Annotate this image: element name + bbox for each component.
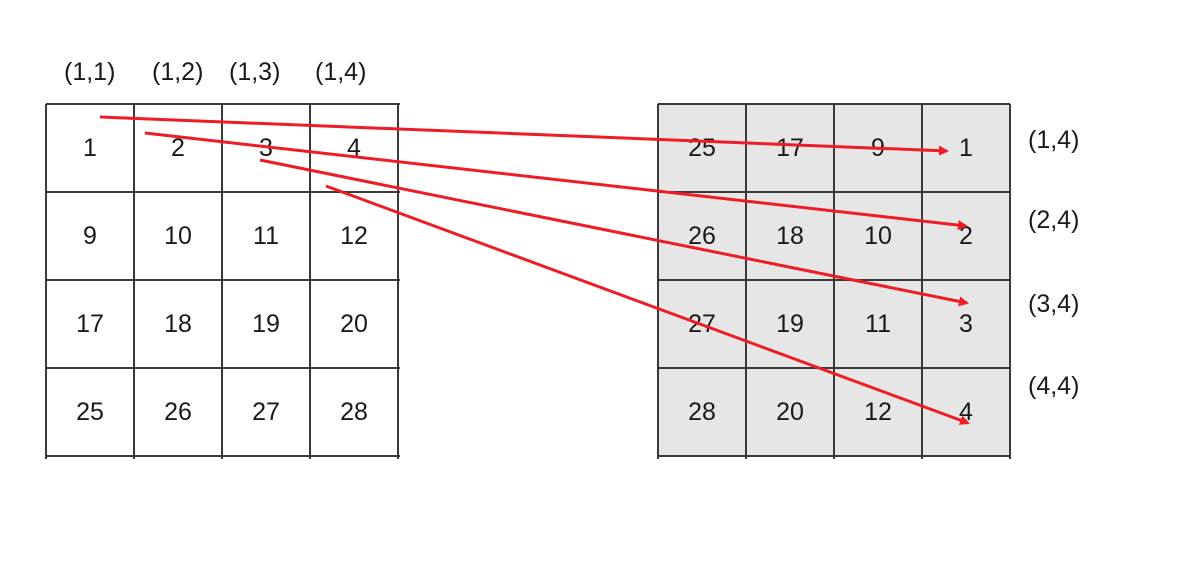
right-cell-r1c3: 9 <box>834 104 922 192</box>
right-hline <box>658 455 1010 457</box>
right-hline <box>658 367 1010 369</box>
left-cell-r1c2: 2 <box>171 133 185 162</box>
row-label-3: (3,4) <box>1028 290 1080 318</box>
left-cell-r4c2: 26 <box>164 397 192 426</box>
left-hline <box>46 367 400 369</box>
right-cell-r3c3: 11 <box>834 280 922 368</box>
right-vline <box>745 104 747 459</box>
left-cell-r2c1: 9 <box>83 221 97 250</box>
left-cell-r2c4: 12 <box>340 221 368 250</box>
col-label-1: (1,1) <box>64 58 116 86</box>
left-hline <box>46 279 400 281</box>
right-cell-r3c1: 27 <box>658 280 746 368</box>
left-cell-r4c3: 27 <box>252 397 280 426</box>
row-label-4: (4,4) <box>1028 372 1080 400</box>
right-vline <box>1009 104 1011 459</box>
right-cell-r3c2: 19 <box>746 280 834 368</box>
col-label-3: (1,3) <box>229 58 281 86</box>
right-cell-r4c4: 4 <box>922 368 1010 456</box>
right-cell-r1c1: 25 <box>658 104 746 192</box>
left-vline <box>133 104 135 459</box>
left-vline <box>221 104 223 459</box>
left-cell-r2c2: 10 <box>164 221 192 250</box>
left-cell-r2c3: 11 <box>253 221 279 250</box>
right-vline <box>833 104 835 459</box>
right-cell-r1c2: 17 <box>746 104 834 192</box>
right-cell-r2c1: 26 <box>658 192 746 280</box>
left-cell-r3c2: 18 <box>164 309 192 338</box>
left-hline <box>46 103 400 105</box>
right-vline <box>657 104 659 459</box>
right-vline <box>921 104 923 459</box>
left-cell-r4c1: 25 <box>76 397 104 426</box>
right-cell-r2c4: 2 <box>922 192 1010 280</box>
left-cell-r1c3: 3 <box>259 133 273 162</box>
left-vline <box>45 104 47 459</box>
row-label-2: (2,4) <box>1028 206 1080 234</box>
col-label-4: (1,4) <box>315 58 367 86</box>
col-label-2: (1,2) <box>152 58 204 86</box>
left-cell-r3c1: 17 <box>76 309 104 338</box>
left-cell-r4c4: 28 <box>340 397 368 426</box>
left-cell-r3c4: 20 <box>340 309 368 338</box>
left-vline <box>309 104 311 459</box>
left-cell-r1c1: 1 <box>83 133 97 162</box>
right-cell-r4c3: 12 <box>834 368 922 456</box>
left-vline <box>397 104 399 459</box>
right-cell-r4c1: 28 <box>658 368 746 456</box>
left-hline <box>46 455 400 457</box>
right-cell-r1c4: 1 <box>922 104 1010 192</box>
left-cell-r3c3: 19 <box>252 309 280 338</box>
left-hline <box>46 191 400 193</box>
left-cell-r1c4: 4 <box>347 133 361 162</box>
right-cell-r3c4: 3 <box>922 280 1010 368</box>
right-cell-r4c2: 20 <box>746 368 834 456</box>
row-label-1: (1,4) <box>1028 126 1080 154</box>
right-cell-r2c2: 18 <box>746 192 834 280</box>
right-cell-r2c3: 10 <box>834 192 922 280</box>
